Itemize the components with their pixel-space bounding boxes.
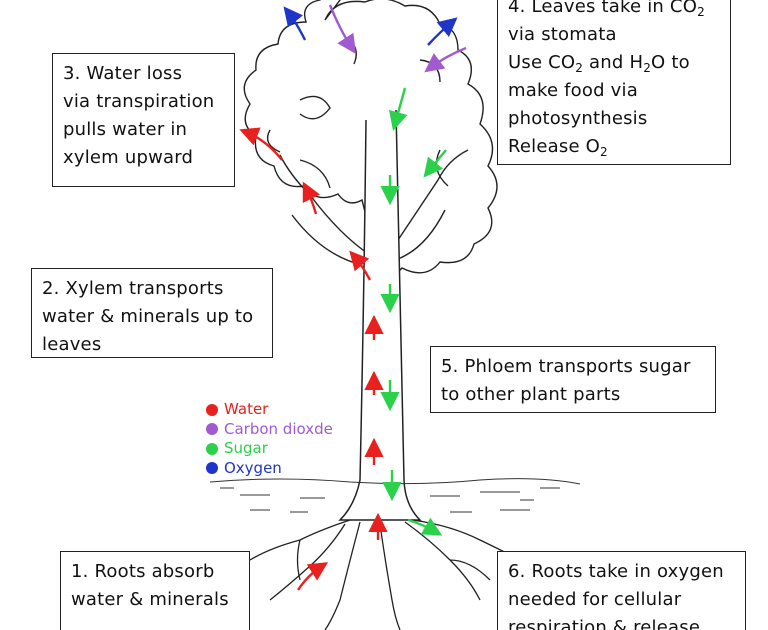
legend: Water Carbon dioxde Sugar Oxygen (206, 400, 333, 478)
co2-arrows (328, 4, 467, 73)
oxygen-arrows (283, 6, 458, 46)
legend-dot-oxygen (206, 462, 218, 475)
label-box-1-roots-absorb: 1. Roots absorb water & minerals (60, 551, 250, 630)
box3-line3: pulls water in (63, 119, 188, 140)
box6-line3: respiration & release (508, 617, 701, 630)
co2-arrow-left (328, 4, 356, 54)
box3-line1: 3. Water loss (63, 63, 183, 84)
box4-line3: Use CO2 and H2O to (508, 52, 690, 75)
sugar-arrows (380, 87, 447, 536)
legend-item-water: Water (206, 400, 333, 420)
oxygen-arrow-right (427, 17, 458, 46)
box6-line1: 6. Roots take in oxygen (508, 561, 724, 582)
box1-line1: 1. Roots absorb (71, 561, 215, 582)
water-arrow-branch (349, 250, 372, 281)
label-box-5-phloem: 5. Phloem transports sugar to other plan… (430, 346, 716, 413)
co2-arrow-right (424, 46, 467, 73)
label-box-4-leaves: 4. Leaves take in CO2 via stomata Use CO… (497, 0, 731, 165)
legend-label-co2: Carbon dioxde (224, 419, 333, 438)
box1-line2: water & minerals (71, 589, 229, 610)
box6-line2: needed for cellular (508, 589, 682, 610)
tree-roots (249, 519, 521, 630)
label-box-3-water-loss: 3. Water loss via transpiration pulls wa… (52, 53, 235, 187)
box4-line2: via stomata (508, 24, 617, 45)
legend-label-sugar: Sugar (224, 439, 268, 457)
sugar-arrow-leaf-right (423, 149, 447, 178)
oxygen-arrow-left (283, 6, 307, 41)
sugar-arrow-leaf-top (388, 87, 408, 131)
legend-dot-water (206, 403, 218, 416)
legend-label-water: Water (224, 400, 269, 418)
box2-line1: 2. Xylem transports (42, 278, 224, 299)
legend-item-sugar: Sugar (206, 439, 333, 459)
legend-label-oxygen: Oxygen (224, 458, 282, 477)
legend-item-co2: Carbon dioxde (206, 420, 333, 440)
box3-line4: xylem upward (63, 147, 194, 168)
box2-line2: water & minerals up to (42, 306, 254, 327)
box4-line6: Release O2 (508, 136, 608, 159)
water-arrows (239, 127, 388, 591)
box3-line2: via transpiration (63, 91, 215, 112)
label-box-6-roots-oxygen: 6. Roots take in oxygen needed for cellu… (497, 551, 746, 630)
box2-line3: leaves (42, 334, 102, 355)
sugar-arrow-root (407, 517, 443, 536)
legend-dot-co2 (206, 423, 218, 436)
ground-line (209, 478, 581, 513)
box5-line1: 5. Phloem transports sugar (441, 356, 691, 377)
box4-line1: 4. Leaves take in CO2 (508, 0, 705, 19)
water-arrow-transpiration (239, 127, 283, 161)
box4-line5: photosynthesis (508, 108, 648, 129)
legend-item-oxygen: Oxygen (206, 459, 333, 479)
box4-line4: make food via (508, 80, 638, 101)
water-arrow-roots (297, 562, 329, 591)
label-box-2-xylem: 2. Xylem transports water & minerals up … (31, 268, 273, 358)
legend-dot-sugar (206, 442, 218, 455)
water-arrow-leaf (302, 181, 320, 215)
box5-line2: to other plant parts (441, 384, 621, 405)
